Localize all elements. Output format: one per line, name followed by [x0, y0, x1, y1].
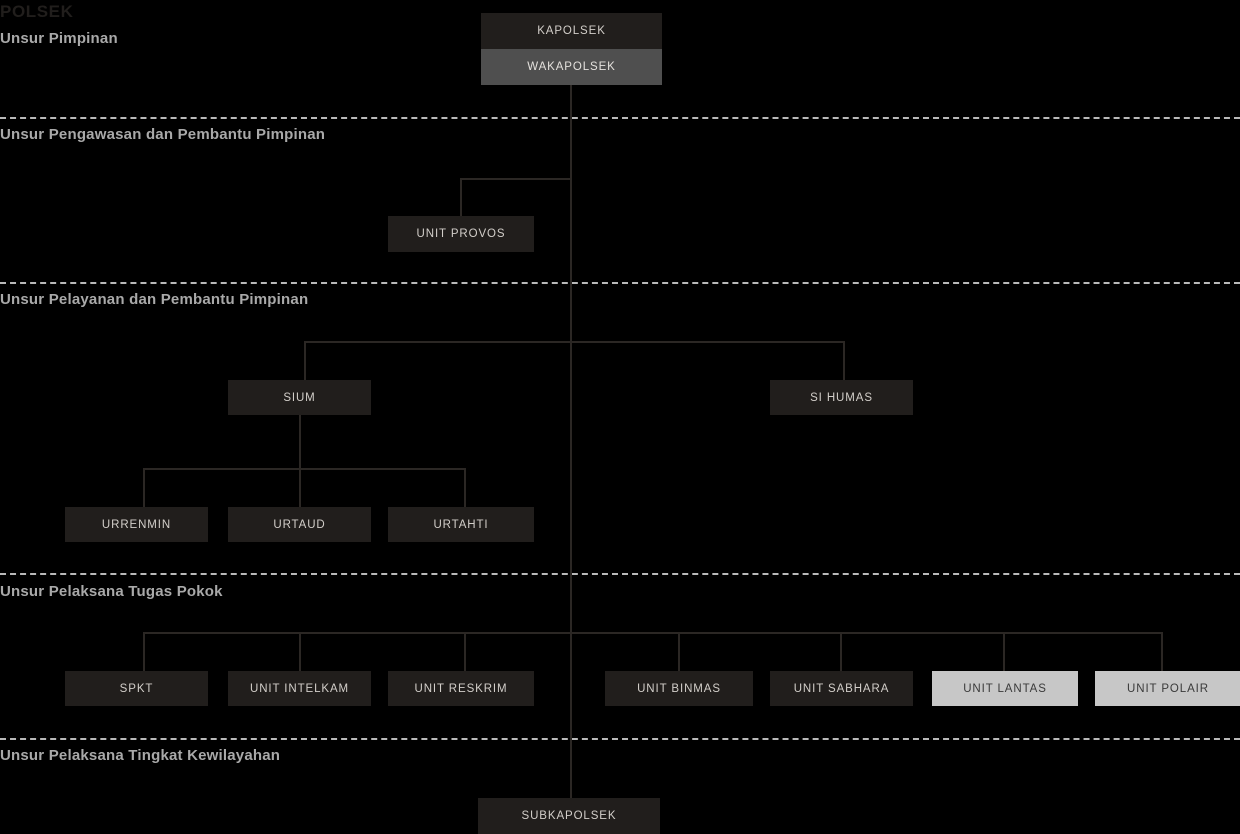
- node-kapolsek[interactable]: KAPOLSEK: [481, 13, 662, 49]
- connector-sium-drop: [304, 341, 306, 380]
- connector-polair-drop: [1161, 632, 1163, 671]
- node-unit-provos[interactable]: UNIT PROVOS: [388, 216, 534, 252]
- node-unit-lantas[interactable]: UNIT LANTAS: [932, 671, 1078, 706]
- connector-pelayanan-bar: [304, 341, 845, 343]
- connector-pelaksana-bar: [143, 632, 1163, 634]
- connector-reskrim-drop: [464, 632, 466, 671]
- connector-spkt-drop: [143, 632, 145, 671]
- node-unit-sabhara[interactable]: UNIT SABHARA: [770, 671, 913, 706]
- connector-urbar: [143, 468, 466, 470]
- node-unit-reskrim[interactable]: UNIT RESKRIM: [388, 671, 534, 706]
- connector-sabhara-drop: [840, 632, 842, 671]
- node-si-humas[interactable]: SI HUMAS: [770, 380, 913, 415]
- node-sium[interactable]: SIUM: [228, 380, 371, 415]
- page-title: POLSEK: [0, 2, 74, 21]
- section-divider-3: [0, 573, 1240, 575]
- section-divider-4: [0, 738, 1240, 740]
- node-spkt[interactable]: SPKT: [65, 671, 208, 706]
- node-urtaud[interactable]: URTAUD: [228, 507, 371, 542]
- connector-provos-horizontal: [460, 178, 571, 180]
- connector-urtaud-drop: [299, 468, 301, 507]
- node-urtahti[interactable]: URTAHTI: [388, 507, 534, 542]
- section-divider-1: [0, 117, 1240, 119]
- connector-urtahti-drop: [464, 468, 466, 507]
- section-label-unsur-pelayanan-pembantu-pimpinan: Unsur Pelayanan dan Pembantu Pimpinan: [0, 291, 309, 308]
- connector-provos-drop: [460, 178, 462, 216]
- node-unit-intelkam[interactable]: UNIT INTELKAM: [228, 671, 371, 706]
- section-divider-2: [0, 282, 1240, 284]
- node-unit-binmas[interactable]: UNIT BINMAS: [605, 671, 753, 706]
- section-label-unsur-pengawasan-pembantu-pimpinan: Unsur Pengawasan dan Pembantu Pimpinan: [0, 126, 326, 143]
- node-subkapolsek[interactable]: SUBKAPOLSEK: [478, 798, 660, 834]
- connector-binmas-drop: [678, 632, 680, 671]
- connector-sihumas-drop: [843, 341, 845, 380]
- connector-main-spine: [570, 85, 572, 800]
- connector-intelkam-drop: [299, 632, 301, 671]
- node-wakapolsek[interactable]: WAKAPOLSEK: [481, 49, 662, 85]
- connector-urrenmin-drop: [143, 468, 145, 507]
- section-label-unsur-pelaksana-tugas-pokok: Unsur Pelaksana Tugas Pokok: [0, 583, 223, 600]
- section-label-unsur-pelaksana-tingkat-kewilayahan: Unsur Pelaksana Tingkat Kewilayahan: [0, 747, 281, 764]
- node-unit-polair[interactable]: UNIT POLAIR: [1095, 671, 1240, 706]
- section-label-unsur-pimpinan: Unsur Pimpinan: [0, 30, 118, 47]
- node-urrenmin[interactable]: URRENMIN: [65, 507, 208, 542]
- connector-sium-stem: [299, 415, 301, 468]
- connector-lantas-drop: [1003, 632, 1005, 671]
